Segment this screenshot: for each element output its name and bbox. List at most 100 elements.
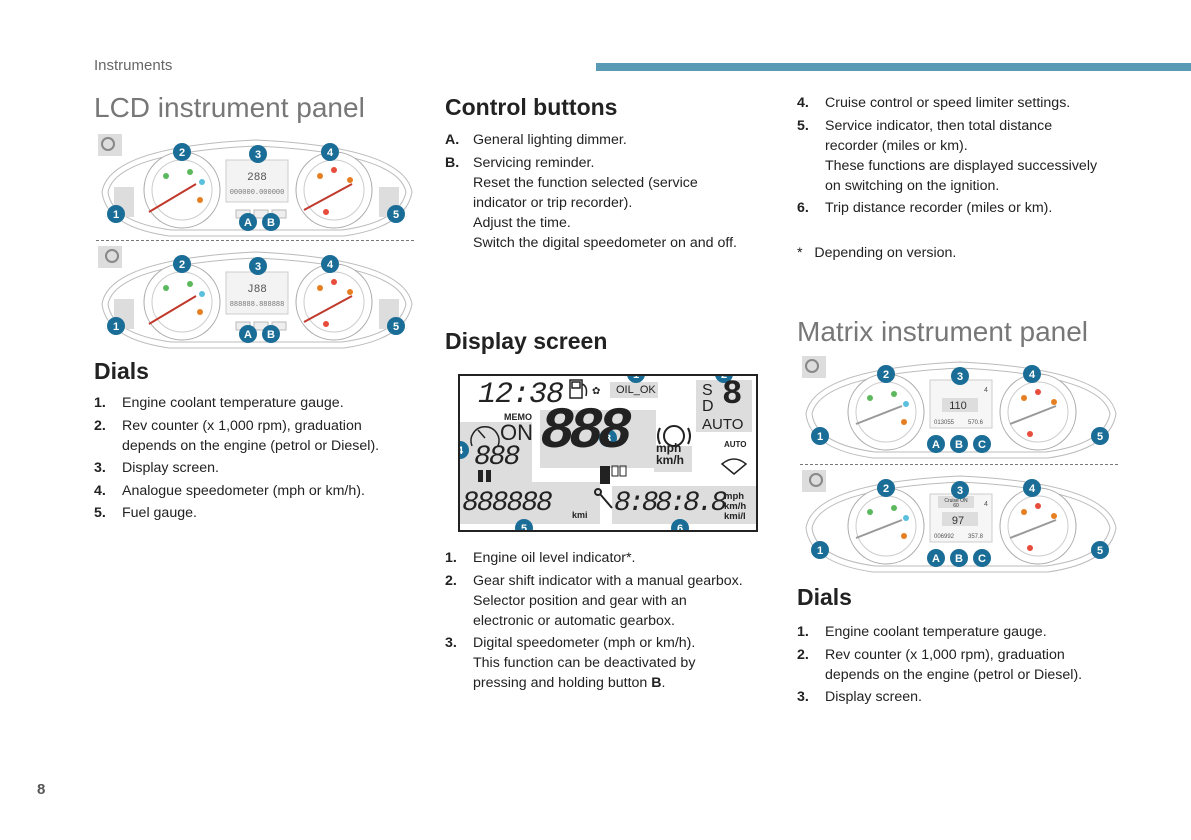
trip-readout: 8:88:8.8 [614,488,727,519]
callout-b: B [950,549,968,567]
callout-6: 6 [671,519,689,530]
callout-c: C [973,549,991,567]
svg-text:60: 60 [953,503,959,509]
matrix-speed-1: 110 [949,400,967,412]
callout-a: A [927,549,945,567]
cruise-on-label: ON [500,420,533,445]
matrix-panel-illustration-1: 110 013055 570.6 4 1 2 3 4 5 A B C [798,354,1123,469]
callout-5: 5 [1091,427,1109,445]
svg-text:C: C [978,553,986,565]
svg-text:006992: 006992 [934,534,955,540]
list-item: 1.Engine coolant temperature gauge. [797,624,1047,640]
svg-text:4: 4 [1029,369,1036,381]
divider [96,240,414,241]
callout-1: 1 [811,541,829,559]
callout-a: A [239,213,257,231]
gear-auto-label: AUTO [702,416,744,433]
callout-c: C [973,435,991,453]
lcd-dials-title: Dials [94,358,149,384]
svg-text:888888.888888: 888888.888888 [230,301,285,309]
control-buttons-title: Control buttons [445,94,618,120]
gear-mode-s: S [702,382,713,399]
callout-a: A [927,435,945,453]
svg-text:2: 2 [179,147,185,159]
odometer-unit: kmi [572,510,588,520]
clock-readout: 12:38 [478,378,564,412]
odometer-zone [460,482,600,524]
callout-2: 2 [173,143,191,161]
callout-b: B [262,213,280,231]
svg-text:013055: 013055 [934,420,955,426]
svg-text:3: 3 [957,485,963,497]
callout-3: 3 [599,429,617,447]
callout-5: 5 [515,519,533,530]
callout-5: 5 [387,205,405,223]
list-item: A.General lighting dimmer. [445,132,627,148]
list-item: 4.Analogue speedometer (mph or km/h). [94,482,365,499]
cruise-speed-readout: 888 [474,442,520,473]
callout-b: B [950,435,968,453]
svg-text:3: 3 [957,371,963,383]
svg-text:4: 4 [327,259,334,271]
matrix-panel-illustration-2: Cruise ON 60 97 006992 357.8 4 1 2 3 4 5… [798,468,1123,583]
svg-text:1: 1 [113,209,119,221]
matrix-dials-title: Dials [797,584,852,610]
callout-2: 2 [877,365,895,383]
list-item: 3.Display screen. [797,689,922,705]
speedometer-icon [470,426,500,447]
svg-text:2: 2 [179,259,185,271]
fuel-pump-icon [569,379,588,399]
svg-text:A: A [244,329,252,341]
instrument-cluster-drawing: J88 888888.888888 1 2 3 4 5 A B [98,246,413,349]
svg-text:4: 4 [1029,483,1036,495]
svg-text:1: 1 [817,431,823,443]
callout-5: 5 [387,317,405,335]
svg-text:4: 4 [327,147,334,159]
callout-1: 1 [627,376,645,383]
callout-b: B [262,325,280,343]
svg-text:288: 288 [247,172,267,184]
list-item: 1.Engine oil level indicator*. [445,550,636,566]
list-item: 2.Gear shift indicator with a manual gea… [445,572,743,629]
header-accent-bar [596,63,1191,71]
matrix-dials-list: 1.Engine coolant temperature gauge. 2.Re… [797,622,1137,710]
callout-2: 2 [173,255,191,273]
svg-text:5: 5 [393,321,399,333]
svg-text:B: B [267,329,275,341]
lcd-display-diagram: ✿ 1 2 3 4 5 6 12:38 OIL_OK S D 8 AUTO ME… [458,374,758,532]
service-wrench-icon [594,488,613,509]
svg-text:3: 3 [605,433,611,445]
callout-4: 4 [321,255,339,273]
page-number: 8 [37,781,46,798]
speed-zone [540,410,656,468]
svg-text:1: 1 [633,376,639,381]
callout-5: 5 [1091,541,1109,559]
svg-text:A: A [932,439,940,451]
callout-3: 3 [249,145,267,163]
callout-1: 1 [811,427,829,445]
svg-text:2: 2 [721,376,727,381]
control-buttons-list: A.General lighting dimmer. B. Servicing … [445,130,775,255]
instrument-cluster-drawing: 110 013055 570.6 4 1 2 3 4 5 A B C [802,356,1117,459]
oil-level-readout: OIL_OK [616,384,656,396]
svg-text:1: 1 [817,545,823,557]
gear-digit: 8 [722,376,743,414]
instrument-cluster-drawing: Cruise ON 60 97 006992 357.8 4 1 2 3 4 5… [802,470,1117,573]
callout-2: 2 [715,376,733,383]
svg-text:2: 2 [883,483,889,495]
callout-4: 4 [1023,479,1041,497]
callout-3: 3 [951,481,969,499]
list-item: 3.Display screen. [94,460,219,476]
callout-3: 3 [249,257,267,275]
lcd-panel-illustration-1: 288 000000.000000 1 2 3 4 5 A B [94,132,419,247]
list-item: 5.Service indicator, then total distance… [797,117,1098,194]
matrix-panel-title: Matrix instrument panel [797,316,1089,347]
list-item: 1.Engine coolant temperature gauge. [94,395,344,411]
svg-text:C: C [978,439,986,451]
svg-text:5: 5 [393,209,399,221]
svg-text:5: 5 [1097,431,1103,443]
wiper-icon [720,458,748,475]
